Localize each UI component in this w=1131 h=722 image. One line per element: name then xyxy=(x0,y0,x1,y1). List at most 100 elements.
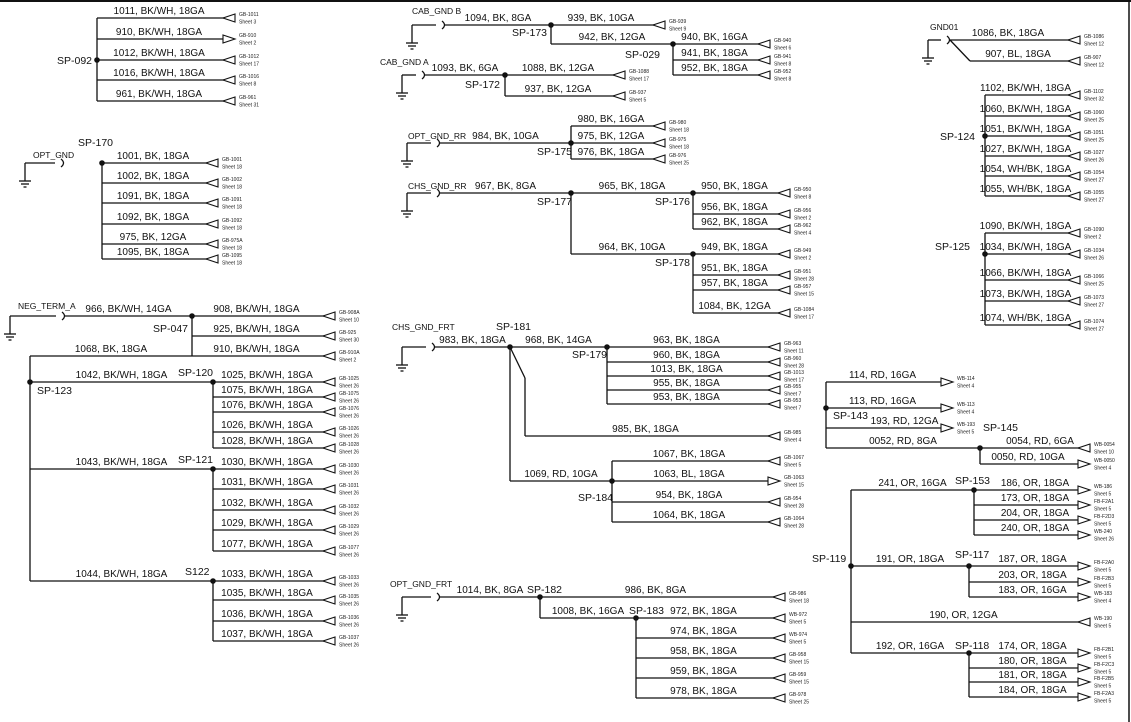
wire-label: 1013, BK, 18GA xyxy=(650,364,723,375)
sheet-reference: Sheet 18 xyxy=(222,226,242,232)
wire-label: 907, BL, 18GA xyxy=(985,49,1051,60)
sheet-reference: Sheet 32 xyxy=(1084,97,1104,103)
wire-label: 191, OR, 18GA xyxy=(876,554,945,565)
wire-label: 241, OR, 16GA xyxy=(878,478,947,489)
sheet-reference: Sheet 25 xyxy=(1084,282,1104,288)
splice-label: SP-047 xyxy=(153,323,188,335)
wire-label: 1008, BK, 16GA xyxy=(552,606,625,617)
wire-label: 1095, BK, 18GA xyxy=(117,247,190,258)
wire-label: 965, BK, 18GA xyxy=(599,181,666,192)
connector-out-arrow-icon xyxy=(940,403,955,413)
sheet-reference: Sheet 26 xyxy=(1084,256,1104,262)
wire-label: 183, OR, 16GA xyxy=(998,585,1067,596)
ground-connector-label: NEG_TERM_A xyxy=(18,301,76,311)
sheet-reference: Sheet 25 xyxy=(1084,138,1104,144)
sheet-reference: Sheet 9 xyxy=(669,27,686,33)
connector-in-arrow-icon xyxy=(1066,191,1081,201)
wire-label: 958, BK, 18GA xyxy=(670,646,737,657)
connector-in-arrow-icon xyxy=(766,385,781,395)
splice-dot xyxy=(977,445,983,451)
connector-pin-icon xyxy=(55,161,59,165)
connector-id: WB-193 xyxy=(957,422,975,428)
connector-id: GB-986 xyxy=(789,591,806,597)
splice-dot xyxy=(568,140,574,146)
connector-out-arrow-icon xyxy=(1077,648,1092,658)
connector-id: GB-951 xyxy=(794,269,811,275)
wire-label: 986, BK, 8GA xyxy=(625,585,686,596)
wire-label: 1067, BK, 18GA xyxy=(653,449,726,460)
sheet-reference: Sheet 11 xyxy=(784,349,804,355)
splice-dot xyxy=(99,160,105,166)
ground-connector-label: OPT_GND_FRT xyxy=(390,579,452,589)
splice-label: SP-178 xyxy=(655,257,690,269)
connector-in-arrow-icon xyxy=(204,239,219,249)
sheet-reference: Sheet 27 xyxy=(1084,178,1104,184)
wire-label: 187, OR, 18GA xyxy=(998,554,1067,565)
connector-out-arrow-icon xyxy=(1077,530,1092,540)
wire-label: 975, BK, 12GA xyxy=(120,232,187,243)
splice-label: SP-184 xyxy=(578,492,613,504)
connector-id: GB-1025 xyxy=(339,376,359,382)
connector-in-arrow-icon xyxy=(766,497,781,507)
wire-label: 956, BK, 18GA xyxy=(701,202,768,213)
splice-label: S122 xyxy=(185,566,210,578)
connector-in-arrow-icon xyxy=(321,377,336,387)
wire-label: 942, BK, 12GA xyxy=(579,32,646,43)
connector-in-arrow-icon xyxy=(321,331,336,341)
connector-in-arrow-icon xyxy=(776,270,791,280)
connector-in-arrow-icon xyxy=(756,55,771,65)
wire-label: 966, BK/WH, 14GA xyxy=(85,304,171,315)
connector-in-arrow-icon xyxy=(771,613,786,623)
connector-in-arrow-icon xyxy=(321,505,336,515)
wire-label: 962, BK, 18GA xyxy=(701,217,768,228)
wire-label: 1093, BK, 6GA xyxy=(432,63,499,74)
sheet-reference: Sheet 5 xyxy=(1094,655,1111,661)
wire-label: 1030, BK/WH, 18GA xyxy=(221,457,313,468)
sheet-reference: Sheet 28 xyxy=(784,504,804,510)
wire-label: 181, OR, 18GA xyxy=(998,670,1067,681)
sheet-reference: Sheet 28 xyxy=(784,364,804,370)
splice-label: SP-177 xyxy=(537,196,572,208)
sheet-reference: Sheet 18 xyxy=(222,246,242,252)
wire-label: 1028, BK/WH, 18GA xyxy=(221,436,313,447)
connector-id: GB-1060 xyxy=(1084,110,1104,116)
connector-id: GB-980 xyxy=(669,120,686,126)
sheet-reference: Sheet 26 xyxy=(1094,537,1114,543)
sheet-reference: Sheet 10 xyxy=(339,318,359,324)
wire-label: 184, OR, 18GA xyxy=(998,685,1067,696)
connector-id: WB-0054 xyxy=(1094,442,1115,448)
wire-label: 968, BK, 14GA xyxy=(525,335,592,346)
wire-label: 949, BK, 18GA xyxy=(701,242,768,253)
connector-in-arrow-icon xyxy=(1066,90,1081,100)
wire-label: 1076, BK/WH, 18GA xyxy=(221,400,313,411)
connector-in-arrow-icon xyxy=(204,198,219,208)
connector-in-arrow-icon xyxy=(321,636,336,646)
connector-id: GB-1095 xyxy=(222,253,242,259)
wire-label: 0050, RD, 10GA xyxy=(991,452,1065,463)
connector-id: GB-955 xyxy=(784,384,801,390)
wire-label: 1027, BK/WH, 18GA xyxy=(980,144,1072,155)
connector-id: FB-F2B1 xyxy=(1094,647,1114,653)
sheet-reference: Sheet 5 xyxy=(1094,624,1111,630)
wire-label: 1002, BK, 18GA xyxy=(117,171,190,182)
connector-out-arrow-icon xyxy=(1077,515,1092,525)
connector-in-arrow-icon xyxy=(766,399,781,409)
connector-in-arrow-icon xyxy=(204,219,219,229)
connector-id: GB-1073 xyxy=(1084,295,1104,301)
sheet-reference: Sheet 15 xyxy=(784,483,804,489)
connector-in-arrow-icon xyxy=(321,351,336,361)
connector-in-arrow-icon xyxy=(1066,151,1081,161)
connector-in-arrow-icon xyxy=(204,254,219,264)
connector-in-arrow-icon xyxy=(221,96,236,106)
connector-socket-icon xyxy=(441,20,446,30)
connector-socket-icon xyxy=(436,188,441,198)
connector-in-arrow-icon xyxy=(321,407,336,417)
wire-label: 1077, BK/WH, 18GA xyxy=(221,539,313,550)
wire-label: 173, OR, 18GA xyxy=(1001,493,1070,504)
sheet-reference: Sheet 27 xyxy=(1084,198,1104,204)
connector-in-arrow-icon xyxy=(1066,56,1081,66)
connector-id: GB-1067 xyxy=(784,455,804,461)
wire-label: 1011, BK/WH, 18GA xyxy=(114,6,205,17)
